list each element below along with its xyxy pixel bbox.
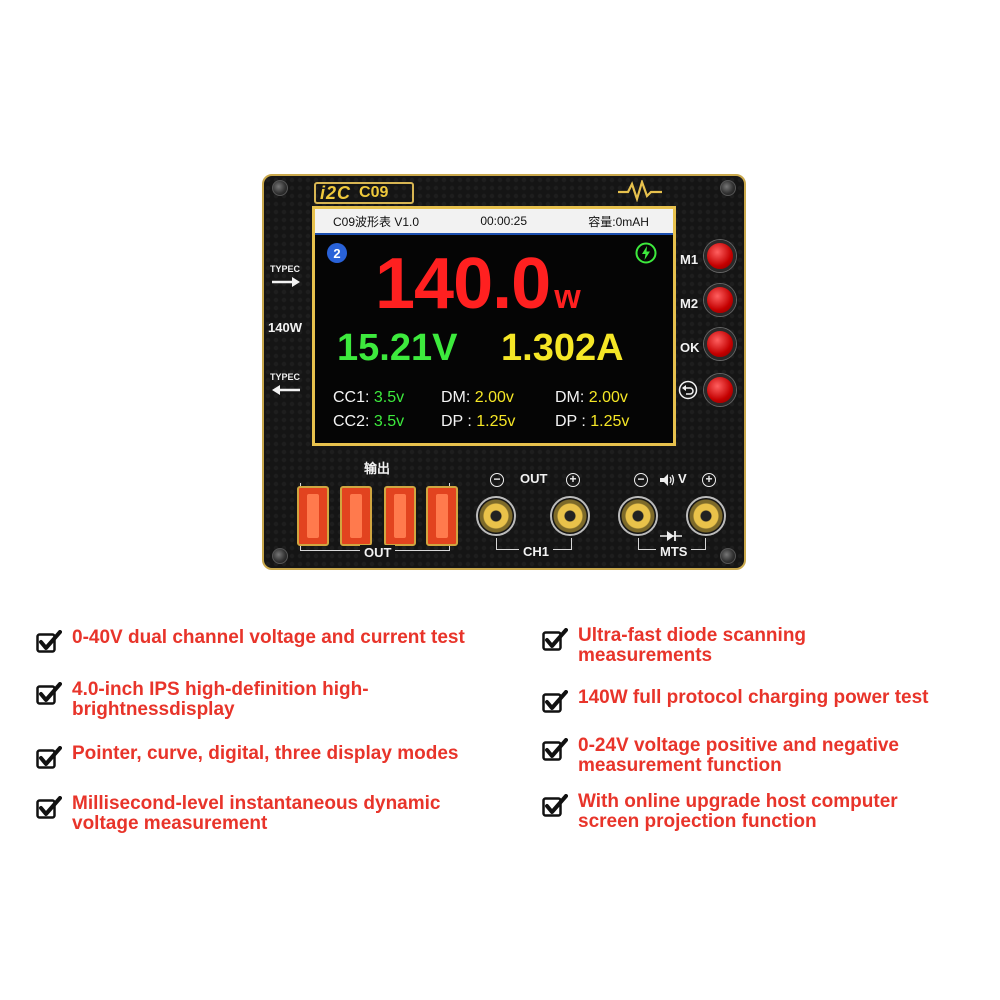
typec-output-label: TYPEC bbox=[270, 372, 301, 382]
power-unit: w bbox=[554, 278, 581, 316]
dp1-value: 1.25v bbox=[476, 413, 516, 430]
usb-port[interactable] bbox=[384, 486, 416, 546]
screw-icon bbox=[720, 548, 736, 564]
plus-icon: + bbox=[566, 473, 580, 487]
usb-port[interactable] bbox=[426, 486, 458, 546]
minus-icon: − bbox=[490, 473, 504, 487]
diode-icon bbox=[660, 531, 682, 541]
checkbox-check-icon bbox=[542, 690, 568, 713]
checkbox-check-icon bbox=[36, 796, 62, 819]
dp2-label: DP : bbox=[555, 413, 586, 430]
checkbox-check-icon bbox=[36, 746, 62, 769]
feature-text: 140W full protocol charging power test bbox=[578, 687, 929, 708]
typec-input-label: TYPEC bbox=[270, 264, 301, 274]
m1-button[interactable] bbox=[704, 240, 736, 272]
dp1-label: DP : bbox=[441, 413, 472, 430]
checkbox-check-icon bbox=[36, 630, 62, 653]
feature-text: Ultra-fast diode scanning measurements bbox=[578, 625, 807, 666]
feature-item: Millisecond-level instantaneous dynamic … bbox=[36, 794, 512, 834]
arrow-left-icon bbox=[272, 385, 300, 395]
screw-icon bbox=[720, 180, 736, 196]
waveform-icon bbox=[618, 180, 662, 202]
feature-item: 0-24V voltage positive and negative meas… bbox=[542, 736, 968, 776]
cc2-value: 3.5v bbox=[373, 413, 405, 430]
minus-icon: − bbox=[634, 473, 648, 487]
arrow-right-icon bbox=[272, 277, 300, 287]
feature-item: 4.0-inch IPS high-definition high-bright… bbox=[36, 680, 372, 720]
dm2-value: 2.00v bbox=[588, 389, 628, 406]
feature-item: Pointer, curve, digital, three display m… bbox=[36, 744, 532, 770]
usb-port[interactable] bbox=[297, 486, 329, 546]
checkbox-check-icon bbox=[542, 628, 568, 651]
power-value: 140.0 bbox=[375, 244, 551, 324]
lightning-icon bbox=[635, 242, 657, 264]
checkbox-check-icon bbox=[36, 682, 62, 705]
dm1-label: DM: bbox=[441, 389, 471, 406]
dp2-value: 1.25v bbox=[590, 413, 630, 430]
feature-text: With online upgrade host computer screen… bbox=[578, 791, 898, 832]
ok-button[interactable] bbox=[704, 328, 736, 360]
channel-badge: 2 bbox=[327, 243, 347, 263]
capacity-readout: 容量:0mAH bbox=[588, 214, 649, 229]
mts-label: MTS bbox=[656, 544, 692, 559]
feature-item: 0-40V dual channel voltage and current t… bbox=[36, 628, 542, 654]
m2-label: M2 bbox=[680, 296, 699, 311]
screw-icon bbox=[272, 548, 288, 564]
feature-text: Millisecond-level instantaneous dynamic … bbox=[72, 793, 441, 834]
screw-icon bbox=[272, 180, 288, 196]
usb-port[interactable] bbox=[340, 486, 372, 546]
app-title: C09波形表 V1.0 bbox=[333, 214, 420, 229]
mts-positive-terminal[interactable] bbox=[686, 496, 726, 536]
checkbox-check-icon bbox=[542, 738, 568, 761]
feature-text: Pointer, curve, digital, three display m… bbox=[72, 743, 459, 764]
power-rating-label: 140W bbox=[268, 320, 302, 335]
ch1-positive-terminal[interactable] bbox=[550, 496, 590, 536]
voltage-readout: 15.21V bbox=[337, 327, 458, 369]
usb-output-title: 输出 bbox=[364, 461, 391, 476]
ch1-label: CH1 bbox=[519, 544, 554, 559]
checkbox-check-icon bbox=[542, 794, 568, 817]
brand-logo: i2C C09 bbox=[314, 182, 414, 204]
cc1-value: 3.5v bbox=[373, 389, 405, 406]
mts-negative-terminal[interactable] bbox=[618, 496, 658, 536]
buzzer-icon bbox=[660, 474, 675, 486]
plus-icon: + bbox=[702, 473, 716, 487]
status-bar: C09波形表 V1.0 00:00:25 容量:0mAH bbox=[315, 209, 673, 235]
feature-item: Ultra-fast diode scanning measurements bbox=[542, 626, 868, 666]
feature-text: 0-40V dual channel voltage and current t… bbox=[72, 627, 465, 648]
usb-output-label: OUT bbox=[360, 545, 396, 560]
ch1-out-label: OUT bbox=[520, 471, 548, 486]
model-name: C09 bbox=[359, 184, 389, 201]
feature-item: 140W full protocol charging power test bbox=[542, 688, 998, 714]
current-readout: 1.302A bbox=[501, 327, 624, 369]
ok-label: OK bbox=[680, 340, 700, 355]
feature-item: With online upgrade host computer screen… bbox=[542, 792, 958, 832]
cc1-label: CC1: bbox=[333, 389, 370, 406]
cc2-label: CC2: bbox=[333, 413, 370, 430]
feature-text: 0-24V voltage positive and negative meas… bbox=[578, 735, 899, 776]
m2-button[interactable] bbox=[704, 284, 736, 316]
feature-text: 4.0-inch IPS high-definition high-bright… bbox=[72, 679, 369, 720]
back-button[interactable] bbox=[704, 374, 736, 406]
timer: 00:00:25 bbox=[480, 214, 528, 228]
dm1-value: 2.00v bbox=[474, 389, 514, 406]
mts-voltage-label: V bbox=[678, 471, 687, 486]
tester-device: i2C C09 TYPEC 140W TYPEC C09波形表 V1.0 00:… bbox=[262, 174, 746, 570]
dm2-label: DM: bbox=[555, 389, 585, 406]
back-arrow-icon bbox=[678, 380, 698, 400]
m1-label: M1 bbox=[680, 252, 699, 267]
brand-name: i2C bbox=[320, 182, 352, 203]
ch1-negative-terminal[interactable] bbox=[476, 496, 516, 536]
